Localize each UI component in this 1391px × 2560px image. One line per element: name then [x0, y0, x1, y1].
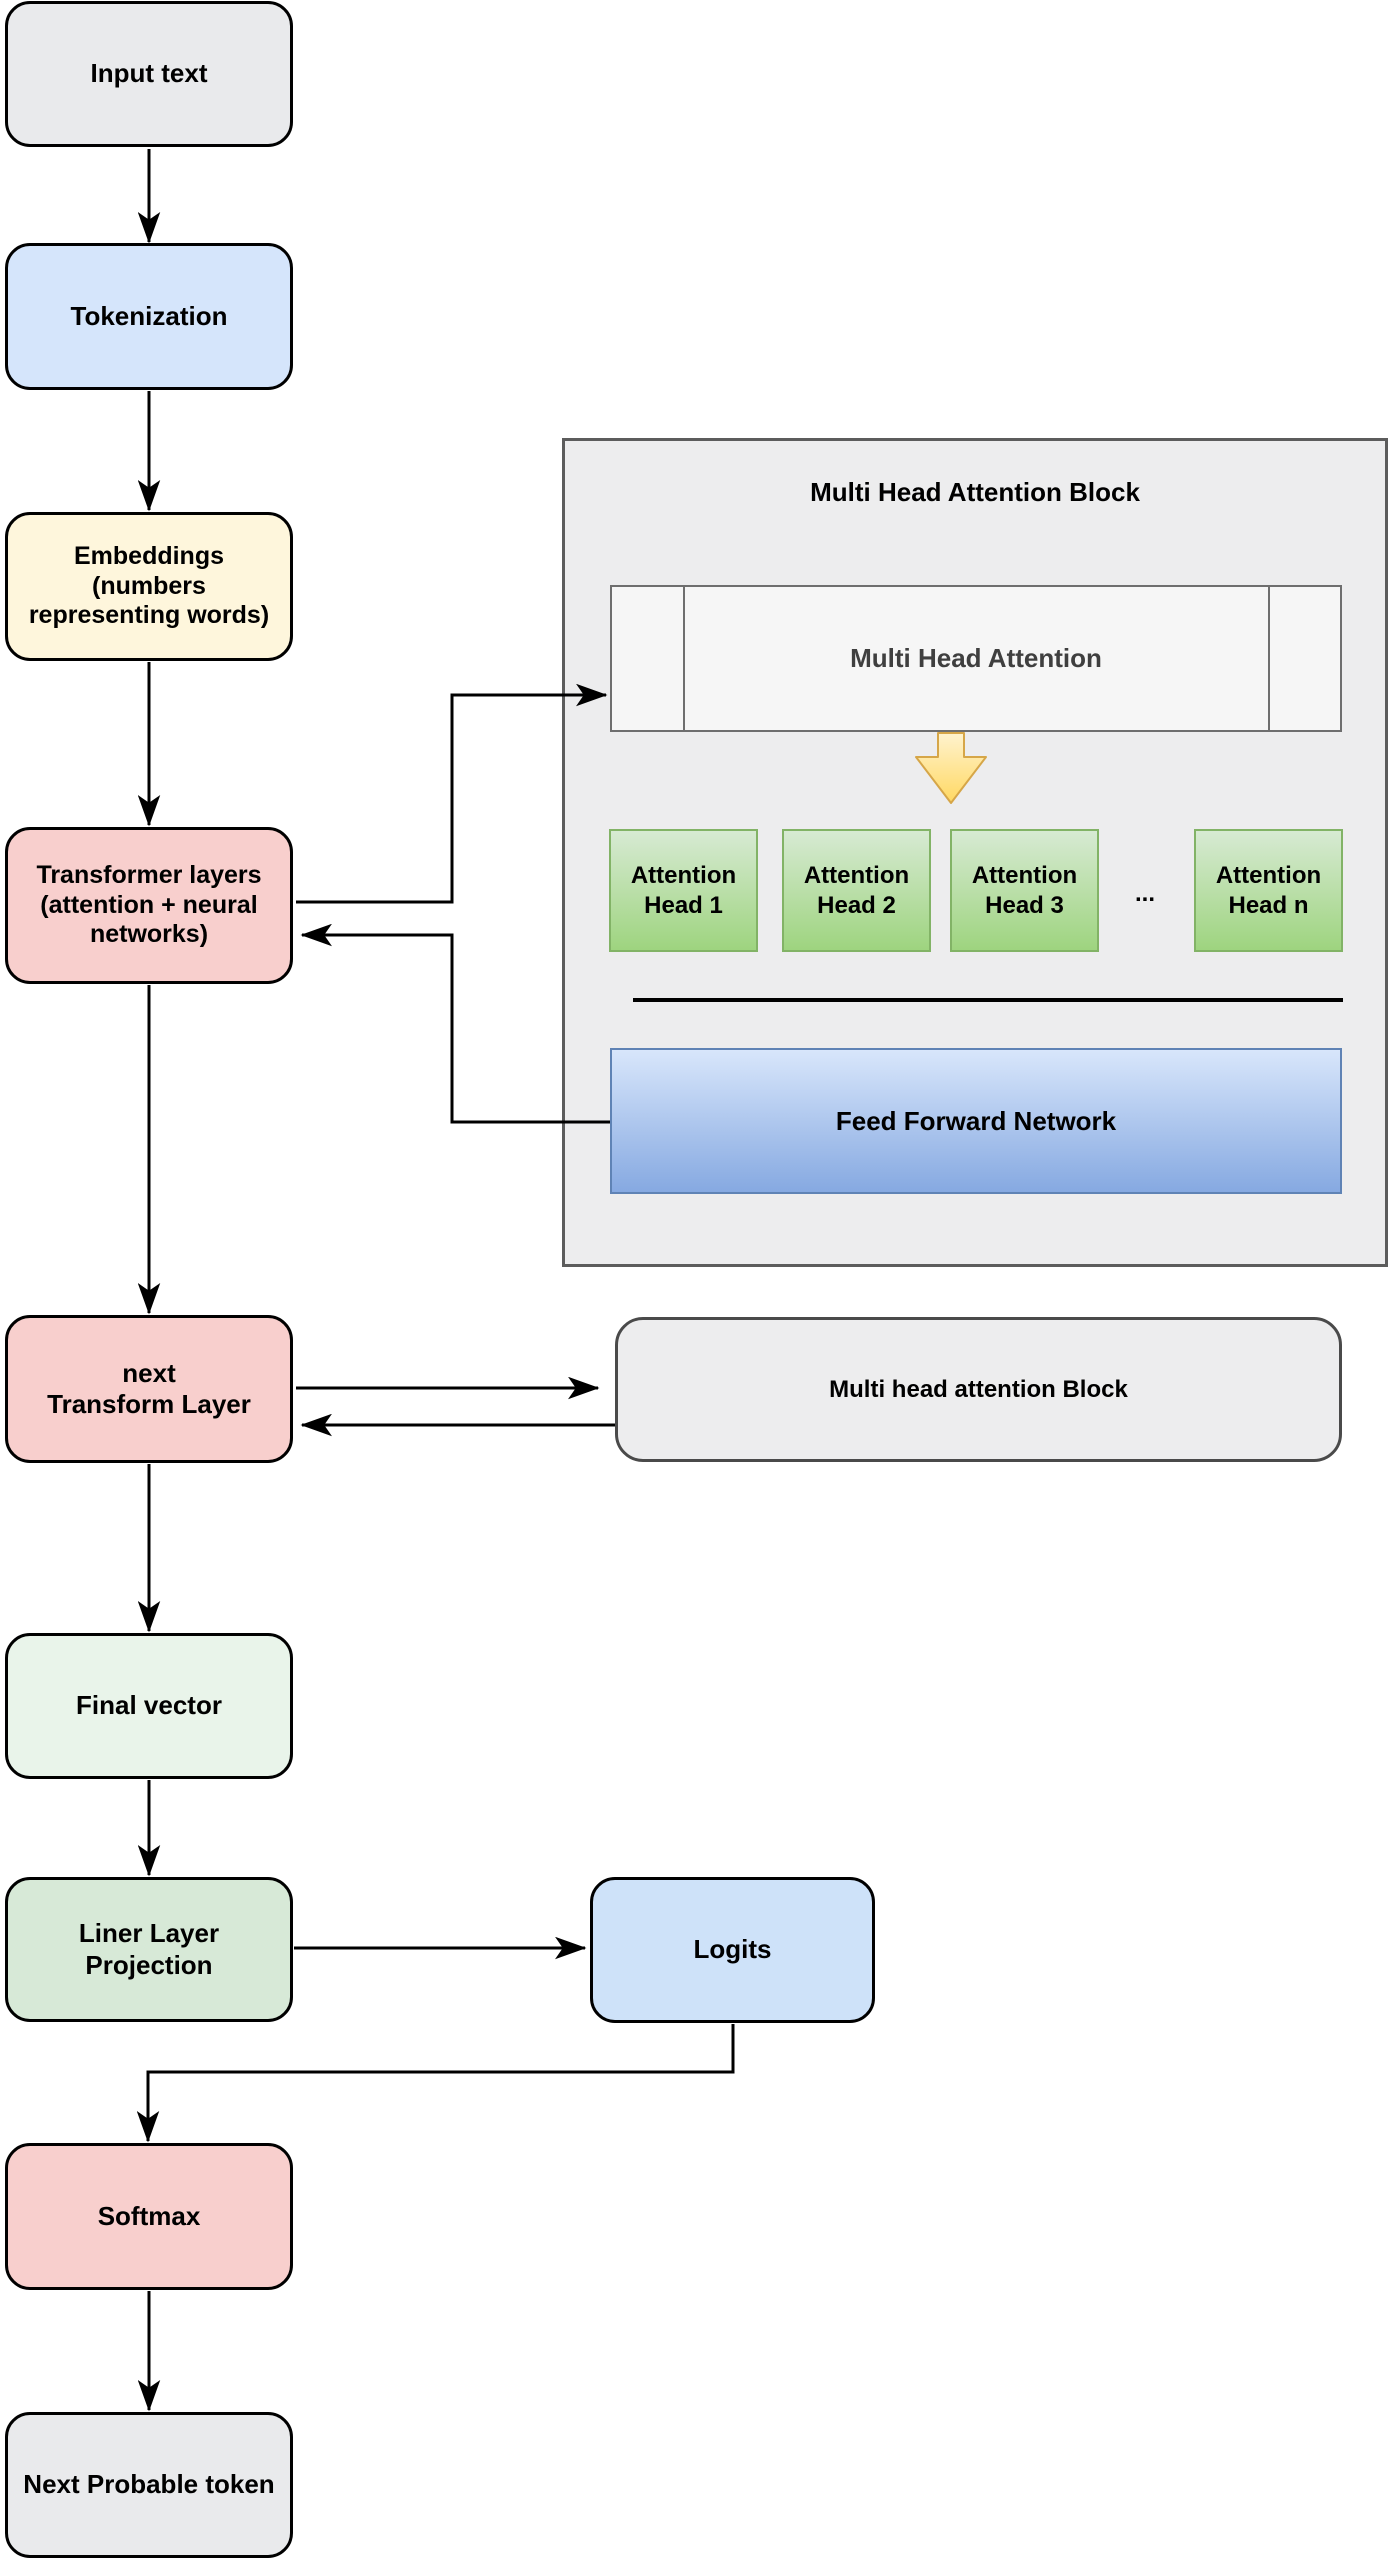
- mha-reference-box: Multi head attention Block: [615, 1317, 1342, 1462]
- node-tokenization: Tokenization: [5, 243, 293, 390]
- node-transformer-layers: Transformer layers (attention + neural n…: [5, 827, 293, 984]
- multi-head-attention-bar: Multi Head Attention: [610, 585, 1342, 732]
- bar-divider-right: [1268, 587, 1270, 730]
- node-next-probable-token: Next Probable token: [5, 2412, 293, 2558]
- attention-head-3: Attention Head 3: [950, 829, 1099, 952]
- attention-head-1: Attention Head 1: [609, 829, 758, 952]
- node-softmax: Softmax: [5, 2143, 293, 2290]
- feed-forward-network-box: Feed Forward Network: [610, 1048, 1342, 1194]
- bar-divider-left: [683, 587, 685, 730]
- arrow-transformer-to-mha-bar: [296, 683, 608, 904]
- arrow-ffn-to-transformer: [300, 923, 610, 1124]
- node-input-text: Input text: [5, 1, 293, 147]
- node-final-vector: Final vector: [5, 1633, 293, 1779]
- node-embeddings: Embeddings (numbers representing words): [5, 512, 293, 661]
- mha-bar-label: Multi Head Attention: [850, 643, 1102, 673]
- node-next-transform-layer: next Transform Layer: [5, 1315, 293, 1463]
- node-logits: Logits: [590, 1877, 875, 2023]
- heads-ellipsis: ...: [1134, 880, 1155, 907]
- attention-head-n: Attention Head n: [1194, 829, 1343, 952]
- attention-head-2: Attention Head 2: [782, 829, 931, 952]
- node-liner-layer-projection: Liner Layer Projection: [5, 1877, 293, 2022]
- yellow-down-arrow-icon: [915, 732, 987, 804]
- arrow-logits-to-softmax: [136, 2024, 735, 2143]
- mha-block-title: Multi Head Attention Block: [810, 477, 1140, 507]
